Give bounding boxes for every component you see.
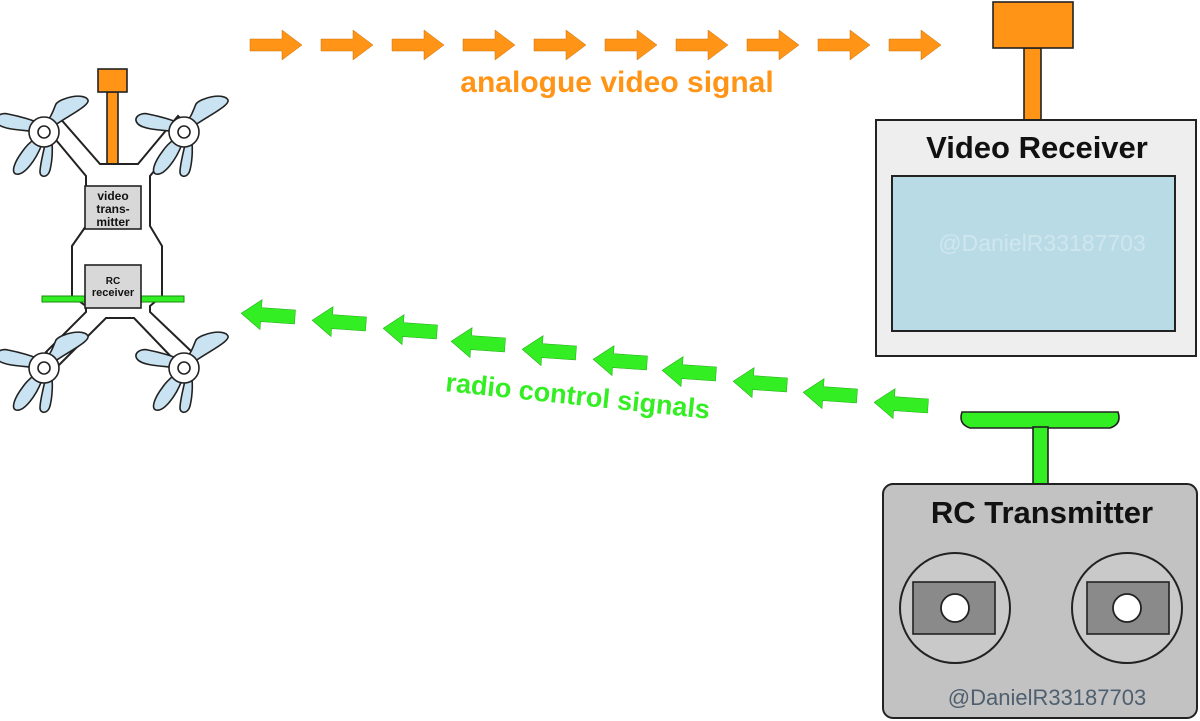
video-receiver-antenna-mast: [1023, 47, 1042, 121]
arrow-left-icon: [239, 297, 297, 333]
arrow-right-icon: [675, 29, 729, 61]
arrow-left-icon: [520, 333, 578, 369]
arrow-right-icon: [746, 29, 800, 61]
rc-transmitter-antenna-mast: [1032, 426, 1049, 486]
arrow-left-icon: [801, 376, 859, 412]
arrow-right-icon: [462, 29, 516, 61]
video-receiver-screen: [891, 175, 1176, 332]
arrow-left-icon: [381, 312, 439, 348]
arrow-right-icon: [320, 29, 374, 61]
video-receiver-title: Video Receiver: [926, 130, 1148, 165]
right-control-stick: [1071, 552, 1183, 664]
rc-transmitter: RC Transmitter @DanielR33187703: [882, 411, 1198, 719]
video-transmitter-label-1: video: [97, 189, 128, 203]
video-signal-arrows: [249, 29, 942, 61]
arrow-left-icon: [310, 304, 368, 340]
arrow-left-icon: [660, 354, 718, 390]
rc-receiver-label-2: receiver: [92, 287, 135, 299]
video-receiver: Video Receiver @DanielR33187703: [875, 1, 1197, 357]
propeller-icon: [0, 331, 89, 414]
video-transmitter-label-3: mitter: [96, 215, 130, 229]
rc-transmitter-antenna-top: [960, 411, 1120, 429]
rc-receiver-label-1: RC: [106, 276, 120, 287]
arrow-right-icon: [533, 29, 587, 61]
arrow-right-icon: [604, 29, 658, 61]
video-transmitter-module: [84, 185, 142, 230]
video-transmitter-label-2: trans-: [96, 202, 129, 216]
rc-receiver-module: [84, 264, 142, 309]
drone-video-antenna-head: [97, 68, 128, 93]
arrow-left-icon: [872, 386, 930, 422]
video-signal-label: analogue video signal: [460, 66, 773, 99]
arrow-left-icon: [731, 365, 789, 401]
arrow-left-icon: [449, 325, 507, 361]
arrow-right-icon: [391, 29, 445, 61]
video-receiver-antenna-head: [992, 1, 1074, 49]
arrow-right-icon: [817, 29, 871, 61]
rc-transmitter-title: RC Transmitter: [931, 495, 1153, 530]
arrow-left-icon: [591, 343, 649, 379]
video-receiver-watermark: @DanielR33187703: [938, 230, 1146, 256]
rc-transmitter-watermark: @DanielR33187703: [948, 685, 1146, 710]
left-control-stick: [899, 552, 1011, 664]
drone: video trans- mitter RC receiver: [0, 68, 229, 414]
arrow-right-icon: [249, 29, 303, 61]
arrow-right-icon: [888, 29, 942, 61]
